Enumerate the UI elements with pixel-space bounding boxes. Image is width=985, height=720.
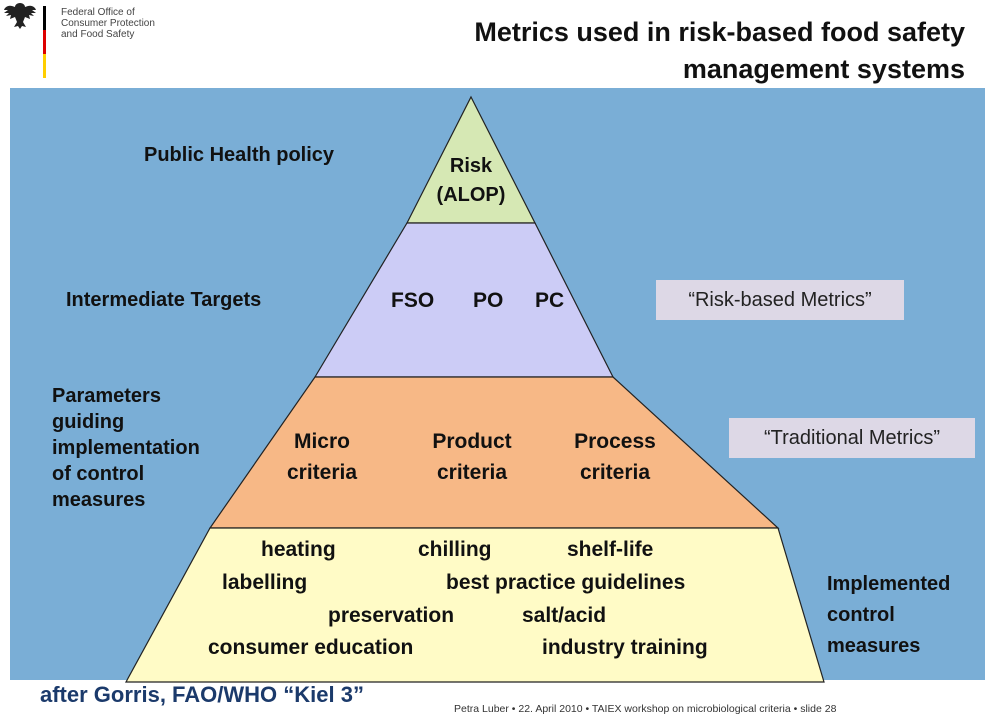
title-line: Metrics used in risk-based food safety (474, 17, 965, 47)
target-po: PO (473, 289, 504, 312)
parameters-line: implementation (52, 437, 200, 459)
target-pc: PC (535, 289, 565, 312)
risk-line: Risk (449, 155, 493, 177)
measure-consumer-education: consumer education (208, 636, 414, 659)
target-fso: FSO (391, 289, 435, 312)
slide-credit: Petra Luber • 22. April 2010 • TAIEX wor… (454, 703, 837, 715)
risk-label: Risk (ALOP) (430, 152, 512, 210)
criteria-line: Process (574, 430, 656, 453)
parameters-line: Parameters (52, 385, 161, 407)
organization-name: Federal Office of Consumer Protection an… (61, 7, 155, 40)
measure-shelf-life: shelf-life (567, 538, 654, 561)
german-flag-stripe (43, 6, 46, 78)
measure-chilling: chilling (418, 538, 492, 561)
criteria-line: Product (432, 430, 512, 453)
criteria-line: criteria (286, 461, 358, 484)
org-line: Federal Office of (61, 7, 135, 18)
process-criteria: Process criteria (558, 426, 672, 488)
slide-title: Metrics used in risk-based food safety m… (265, 14, 965, 88)
tier-measures (124, 527, 825, 683)
measure-labelling: labelling (222, 571, 308, 594)
measure-salt-acid: salt/acid (522, 604, 607, 627)
implemented-line: measures (827, 635, 921, 657)
parameters-label: Parameters guiding implementation of con… (52, 383, 200, 513)
federal-eagle-icon (4, 3, 36, 29)
risk-based-metrics-box: “Risk-based Metrics” (656, 280, 904, 320)
intermediate-targets-label: Intermediate Targets (66, 289, 262, 311)
criteria-line: criteria (436, 461, 508, 484)
implemented-measures-label: Implemented control measures (827, 569, 950, 662)
parameters-line: of control (52, 463, 145, 485)
measure-industry-training: industry training (542, 636, 708, 659)
measure-preservation: preservation (328, 604, 455, 627)
org-line: and Food Safety (61, 29, 135, 40)
implemented-line: Implemented (827, 573, 951, 595)
tier-targets (313, 222, 614, 378)
micro-criteria: Micro criteria (270, 426, 374, 488)
public-health-label: Public Health policy (144, 144, 335, 166)
criteria-line: criteria (579, 461, 651, 484)
parameters-line: measures (52, 489, 146, 511)
org-line: Consumer Protection (61, 18, 155, 29)
traditional-metrics-box: “Traditional Metrics” (729, 418, 975, 458)
product-criteria: Product criteria (416, 426, 528, 488)
implemented-line: control (827, 604, 895, 626)
title-line: management systems (682, 54, 965, 84)
criteria-line: Micro (293, 430, 350, 453)
source-citation: after Gorris, FAO/WHO “Kiel 3” (40, 682, 364, 707)
measure-best-practice: best practice guidelines (446, 571, 686, 594)
parameters-line: guiding (52, 411, 125, 433)
measure-heating: heating (261, 538, 336, 561)
risk-line: (ALOP) (436, 184, 506, 206)
